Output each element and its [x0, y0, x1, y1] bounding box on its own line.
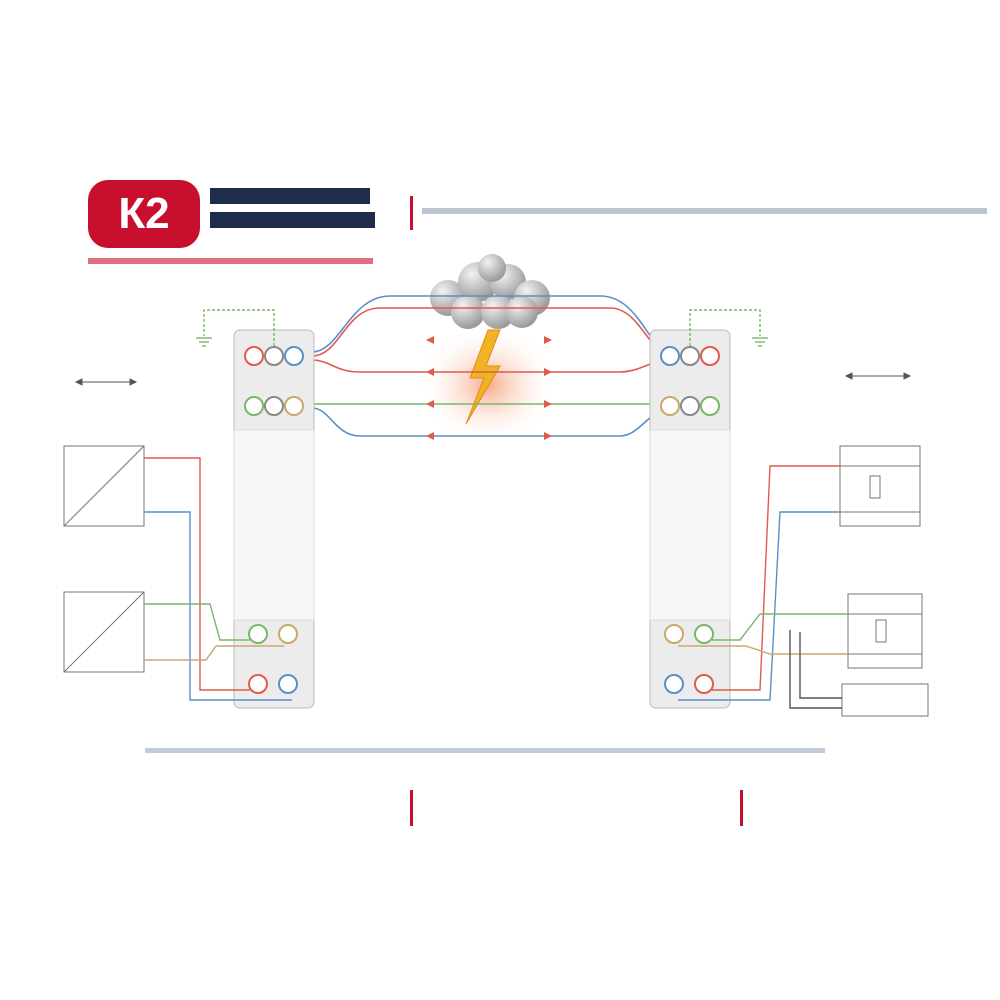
terminal-2	[664, 674, 684, 694]
terminal-4	[694, 674, 714, 694]
terminal-3	[284, 346, 304, 366]
sensor-2	[63, 591, 145, 673]
terminal-3	[660, 346, 680, 366]
logo-wordmark	[88, 188, 375, 264]
spd-module-left	[233, 329, 315, 709]
footer-rule	[740, 790, 743, 826]
distance-arrow-left	[74, 378, 138, 386]
ground-symbol-icon	[752, 337, 768, 347]
sensor-wires-left	[144, 457, 292, 701]
distance-arrow-right	[844, 372, 912, 380]
terminal-5	[660, 396, 680, 416]
logo-text: К2	[118, 189, 169, 238]
cloud-icon	[430, 254, 550, 329]
terminal-pe	[264, 346, 284, 366]
footer-rule	[410, 790, 413, 826]
device-2	[847, 593, 923, 669]
ground-symbol-icon	[689, 309, 761, 346]
terminal-7	[700, 396, 720, 416]
device-wires-right	[678, 465, 848, 709]
sensor-1	[63, 445, 145, 527]
terminal-6	[664, 624, 684, 644]
lightning-icon	[465, 329, 501, 425]
terminal-5	[284, 396, 304, 416]
terminal-7	[244, 396, 264, 416]
terminal-6	[278, 624, 298, 644]
caption-placeholder	[145, 748, 825, 753]
terminal-1	[244, 346, 264, 366]
hart-multiplexer	[841, 683, 929, 717]
terminal-1	[700, 346, 720, 366]
header-rule	[410, 196, 413, 230]
terminal-8	[694, 624, 714, 644]
ground-symbol-icon	[203, 309, 275, 346]
surge-arrows	[426, 336, 552, 440]
header-title-placeholder	[422, 208, 987, 214]
terminal-pe-2	[264, 396, 284, 416]
ground-symbol-icon	[196, 337, 212, 347]
spd-module-right	[649, 329, 731, 709]
terminal-pe-2	[680, 396, 700, 416]
terminal-pe	[680, 346, 700, 366]
logo-mark: К2	[88, 180, 200, 248]
terminal-2	[278, 674, 298, 694]
terminal-4	[248, 674, 268, 694]
terminal-8	[248, 624, 268, 644]
device-1	[839, 445, 921, 527]
